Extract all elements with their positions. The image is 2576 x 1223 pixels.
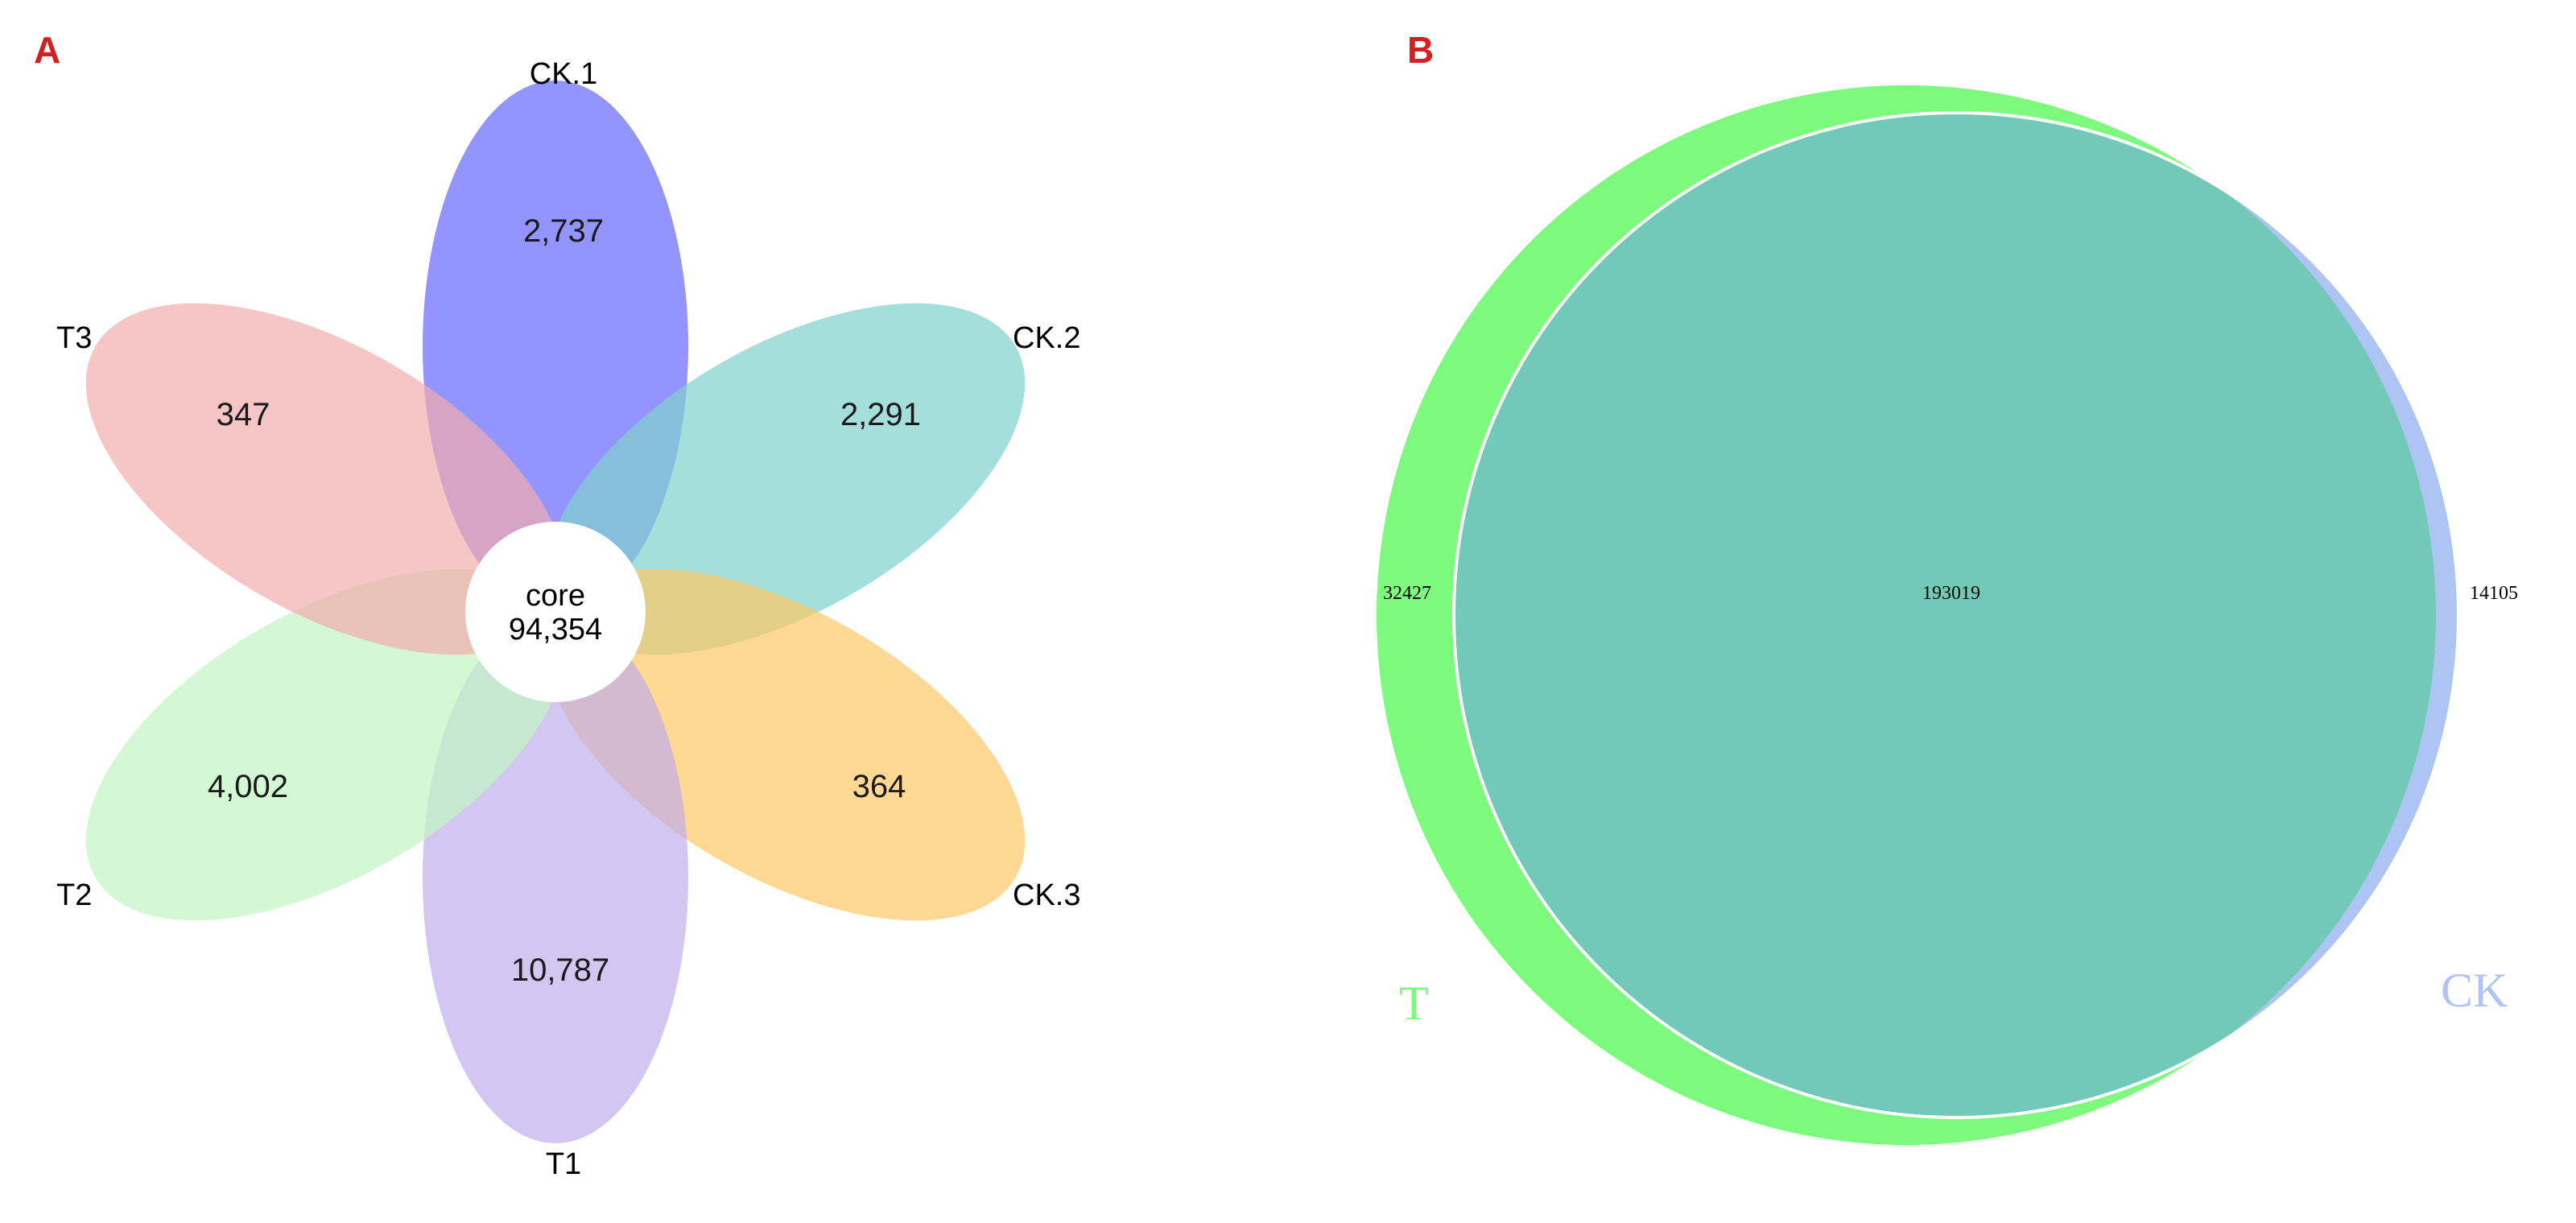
petal-count-t1: 10,787 (511, 952, 609, 988)
petal-count-ck1: 2,737 (523, 213, 604, 249)
petal-ck3 (546, 568, 1026, 921)
core-value: 94,354 (509, 613, 602, 647)
overlap-count: 193019 (1922, 583, 1980, 604)
overlap-region (1454, 113, 2436, 1118)
set-ck-label: CK (2441, 964, 2508, 1017)
petal-count-ck2: 2,291 (840, 397, 921, 432)
petal-label-t3: T3 (56, 321, 92, 355)
petal-label-t1: T1 (546, 1147, 581, 1181)
panel-a: A core 94,354 2,737 2,291 364 10,787 4,0… (34, 29, 1080, 1181)
petal-label-t2: T2 (56, 878, 92, 912)
core-circle (465, 522, 646, 702)
panel-a-letter: A (34, 29, 60, 71)
petal-count-t2: 4,002 (208, 769, 288, 804)
set-t-label: T (1399, 977, 1429, 1030)
petal-t3 (85, 303, 565, 655)
petals (85, 81, 1026, 1143)
panel-b: B 32427 193019 14105 T CK (1377, 29, 2518, 1145)
petal-label-ck2: CK.2 (1013, 321, 1080, 355)
petal-count-ck3: 364 (852, 769, 906, 804)
panel-b-letter: B (1407, 29, 1434, 71)
set-t-count: 32427 (1383, 583, 1431, 604)
core-label: core (526, 579, 585, 613)
petal-t2 (85, 568, 565, 921)
petal-label-ck3: CK.3 (1013, 878, 1080, 912)
petal-label-ck1: CK.1 (530, 57, 597, 91)
petal-count-t3: 347 (217, 397, 270, 432)
overlap-outline (1452, 111, 2460, 1119)
petal-ck2 (546, 303, 1026, 655)
set-ck-count: 14105 (2470, 583, 2518, 604)
